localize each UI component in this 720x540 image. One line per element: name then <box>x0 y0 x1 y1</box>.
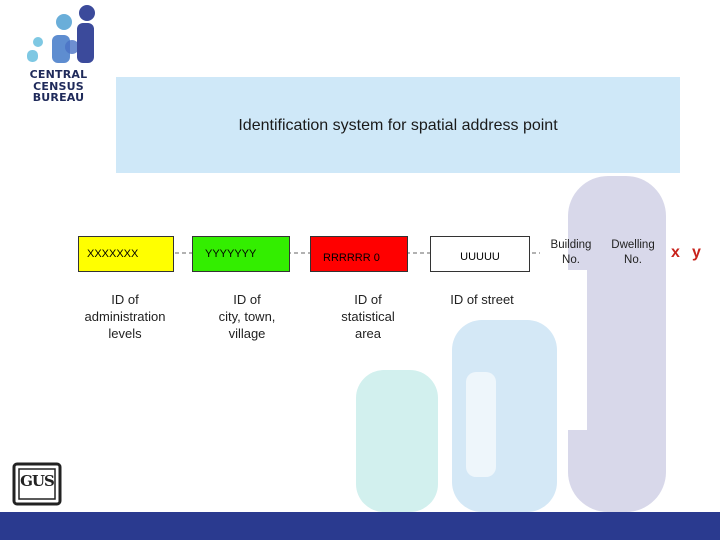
label-city-line1: ID of <box>233 292 261 307</box>
title-banner: Identification system for spatial addres… <box>116 77 680 173</box>
field-dwelling-line1: Dwelling <box>611 239 655 251</box>
label-city-line2: city, town, <box>218 309 276 324</box>
code-box-administration: XXXXXXX <box>78 236 174 272</box>
footer-bar <box>0 512 720 540</box>
label-administration-line3: levels <box>108 326 142 341</box>
page-title: Identification system for spatial addres… <box>238 117 558 134</box>
coordinate-y: y <box>692 244 701 261</box>
code-text-statistical-area: RRRRRR 0 <box>323 252 380 264</box>
label-administration-line2: administration <box>84 309 166 324</box>
field-building-line1: Building <box>550 239 592 251</box>
coordinate-x: x <box>671 244 680 261</box>
label-street-line1: ID of street <box>450 292 514 307</box>
code-text-street: UUUUU <box>460 251 500 263</box>
label-street: ID of street <box>430 291 534 308</box>
label-city: ID of city, town, village <box>192 291 302 342</box>
label-administration-line1: ID of <box>111 292 139 307</box>
logo-text-line1: CENTRAL <box>29 68 88 81</box>
code-box-statistical-area: RRRRRR 0 <box>310 236 408 272</box>
code-text-city: YYYYYYY <box>205 248 257 260</box>
field-dwelling-line2: No. <box>624 254 642 266</box>
label-statistical-line2: statistical <box>341 309 395 324</box>
field-building-no: Building No. <box>542 238 600 268</box>
field-building-line2: No. <box>562 254 580 266</box>
code-box-city: YYYYYYY <box>192 236 290 272</box>
label-statistical-line3: area <box>354 326 382 341</box>
label-administration: ID of administration levels <box>70 291 180 342</box>
label-statistical-line1: ID of <box>354 292 382 307</box>
field-dwelling-no: Dwelling No. <box>604 238 662 268</box>
gus-seal-logo: GUS <box>20 472 55 490</box>
label-statistical-area: ID of statistical area <box>313 291 423 342</box>
code-text-administration: XXXXXXX <box>87 248 139 260</box>
code-box-street: UUUUU <box>430 236 530 272</box>
label-city-line3: village <box>228 326 266 341</box>
logo-text-line2: CENSUS BUREAU <box>32 80 85 104</box>
